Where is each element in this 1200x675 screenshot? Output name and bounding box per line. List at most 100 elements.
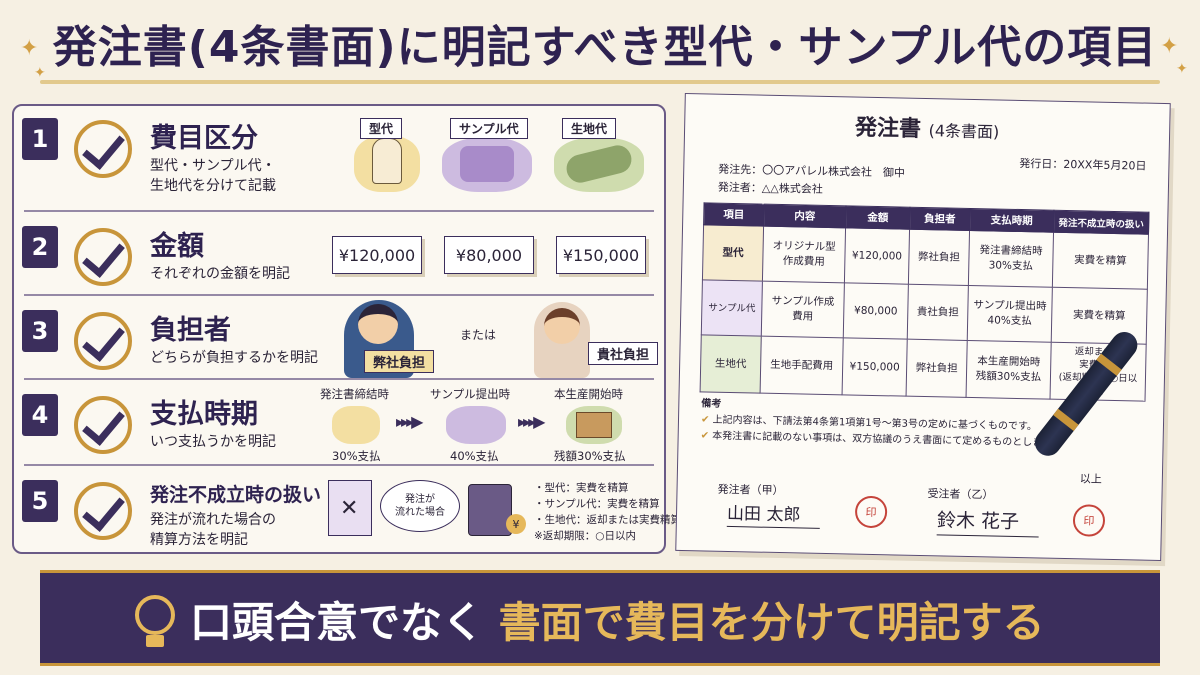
speech-bubble: 発注が 流れた場合 — [380, 480, 460, 532]
step-description: それぞれの金額を明記 — [150, 266, 290, 282]
settlement-item: ・型代：実費を精算 — [534, 482, 629, 494]
lightbulb-icon — [135, 595, 175, 635]
column-header: 金額 — [845, 205, 911, 230]
step-description: いつ支払うかを明記 — [150, 434, 276, 450]
lightbulb-base — [146, 635, 164, 647]
step-2: 2 金額 それぞれの金額を明記 ¥120,000 ¥80,000 ¥150,00… — [14, 214, 664, 302]
document-title: 発注書 (4条書面) — [685, 106, 1170, 148]
order-issuer: 発注者：△△株式会社 — [717, 180, 823, 196]
checkmark-icon — [74, 482, 132, 540]
party-b-label: 受注者（乙） — [927, 487, 994, 502]
step-5: 5 発注不成立時の扱い 発注が流れた場合の 精算方法を明記 ✕ 発注が 流れた場… — [14, 468, 681, 556]
arrow-icon: ▸▸▸▶ — [396, 412, 423, 431]
row-content: サンプル作成 費用 — [761, 281, 845, 338]
pen-ring — [1053, 408, 1079, 432]
divider — [24, 210, 654, 212]
banner-message: 口頭合意でなく 書面で費目を分けて明記する — [190, 589, 1045, 650]
step-title: 発注不成立時の扱い — [150, 484, 322, 506]
step-description: 型代・サンプル代・ 生地代を分けて記載 — [150, 156, 276, 196]
man-face — [358, 304, 398, 344]
checkmark-icon — [74, 228, 132, 286]
step-description: どちらが負担するかを明記 — [150, 350, 318, 366]
party-a-name: 山田 太郎 — [726, 498, 821, 529]
box-shape — [576, 412, 612, 438]
banner-text-part: 口頭合意でなく — [190, 598, 485, 647]
sweater-icon — [446, 406, 506, 444]
step-number: 2 — [22, 226, 58, 268]
divider — [24, 378, 654, 380]
title-underline — [40, 80, 1160, 84]
item-tag: 生地代 — [562, 118, 617, 139]
sparkle-icon: ✦ — [1176, 61, 1188, 77]
row-bearer: 弊社負担 — [906, 339, 968, 398]
stage-payment: 30%支払 — [332, 449, 381, 463]
notes-section: 備考 ✔ 上記内容は、下請法第4条第1項第1号〜第3号の定めに基づくものです。 … — [700, 396, 1062, 452]
settlement-item: ・生地代：返却または実費精算 — [534, 514, 681, 526]
checkmark-icon — [74, 396, 132, 454]
step-4: 4 支払時期 いつ支払うかを明記 発注書締結時 30%支払 ▸▸▸▶ サンプル提… — [14, 382, 664, 470]
order-table: 項目 内容 金額 負担者 支払時期 発注不成立時の扱い 型代 オリジナル型 作成… — [700, 202, 1150, 402]
step-1: 1 費目区分 型代・サンプル代・ 生地代を分けて記載 型代 サンプル代 生地代 — [14, 106, 664, 194]
page-title: 発注書(4条書面)に明記すべき型代・サンプル代の項目 — [52, 22, 1158, 73]
stage-label: 発注書締結時 — [320, 387, 389, 401]
column-header: 内容 — [763, 204, 847, 228]
row-failure-handling: 実費を精算 — [1052, 232, 1149, 290]
row-amount: ¥80,000 — [843, 282, 909, 340]
checkmark-icon — [74, 120, 132, 178]
stage-payment: 残額30%支払 — [554, 449, 626, 463]
row-item: 型代 — [702, 224, 764, 282]
checklist-panel: 1 費目区分 型代・サンプル代・ 生地代を分けて記載 型代 サンプル代 生地代 … — [12, 104, 681, 556]
sparkle-icon: ✦ — [34, 65, 46, 81]
settlement-item: ※返却期限：○日以内 — [534, 530, 636, 542]
seal-stamp: 印 — [854, 495, 888, 529]
row-bearer: 貴社負担 — [907, 284, 969, 341]
check-icon: ✔ — [700, 430, 713, 442]
summary-banner: 口頭合意でなく 書面で費目を分けて明記する — [40, 570, 1160, 666]
bearer-label: 弊社負担 — [364, 350, 435, 373]
calculator-icon — [468, 484, 512, 536]
price-tag: ¥80,000 — [444, 236, 534, 274]
row-timing: 発注書締結時 30%支払 — [968, 230, 1054, 288]
step-description-line: 精算方法を明記 — [150, 532, 248, 548]
woman-face — [544, 308, 580, 344]
page-title-container: 発注書(4条書面)に明記すべき型代・サンプル代の項目 — [53, 4, 1156, 82]
row-content: オリジナル型 作成費用 — [762, 226, 846, 283]
mannequin-shape — [372, 138, 402, 184]
row-amount: ¥150,000 — [842, 337, 908, 397]
step-description-line: 発注が流れた場合の — [150, 512, 276, 528]
row-bearer: 弊社負担 — [908, 229, 970, 286]
closing-mark: 以上 — [1079, 472, 1102, 486]
step-number: 1 — [22, 118, 58, 160]
seal-stamp: 印 — [1072, 504, 1106, 537]
banner-text-highlight: 書面で費目を分けて明記する — [498, 598, 1045, 647]
party-b-name: 鈴木 花子 — [936, 505, 1040, 538]
step-description-line: 型代・サンプル代・ — [150, 158, 276, 174]
column-header: 発注不成立時の扱い — [1053, 210, 1149, 235]
document-title-main: 発注書 — [854, 115, 922, 142]
divider — [24, 294, 654, 296]
table-row: サンプル代 サンプル作成 費用 ¥80,000 貴社負担 サンプル提出時 40%… — [701, 279, 1148, 345]
coin-icon: ¥ — [506, 514, 526, 534]
step-title: 支払時期 — [150, 399, 258, 430]
or-label: または — [460, 328, 497, 342]
step-3: 3 負担者 どちらが負担するかを明記 弊社負担 または 貴社負担 — [14, 298, 664, 386]
step-number: 3 — [22, 310, 58, 352]
settlement-item: ・サンプル代：実費を精算 — [534, 498, 660, 510]
sweater-shape — [460, 146, 514, 182]
row-amount: ¥120,000 — [844, 227, 910, 285]
sparkle-icon: ✦ — [1160, 34, 1179, 59]
arrow-icon: ▸▸▸▶ — [518, 412, 545, 431]
table-row: 型代 オリジナル型 作成費用 ¥120,000 弊社負担 発注書締結時 30%支… — [702, 224, 1149, 290]
step-title: 費目区分 — [150, 123, 258, 154]
item-tag: 型代 — [360, 118, 403, 139]
row-item: サンプル代 — [701, 279, 763, 337]
sparkle-icon: ✦ — [20, 36, 39, 61]
row-item: 生地代 — [700, 334, 762, 394]
stage-payment: 40%支払 — [450, 449, 499, 463]
order-document: 発注書 (4条書面) 発行日：20XX年5月20日 発注先：〇〇アパレル株式会社… — [675, 92, 1171, 562]
column-header: 項目 — [703, 202, 765, 227]
price-tag: ¥120,000 — [332, 236, 422, 274]
check-icon: ✔ — [700, 414, 713, 426]
step-title: 負担者 — [150, 315, 231, 346]
stage-label: サンプル提出時 — [430, 387, 511, 401]
